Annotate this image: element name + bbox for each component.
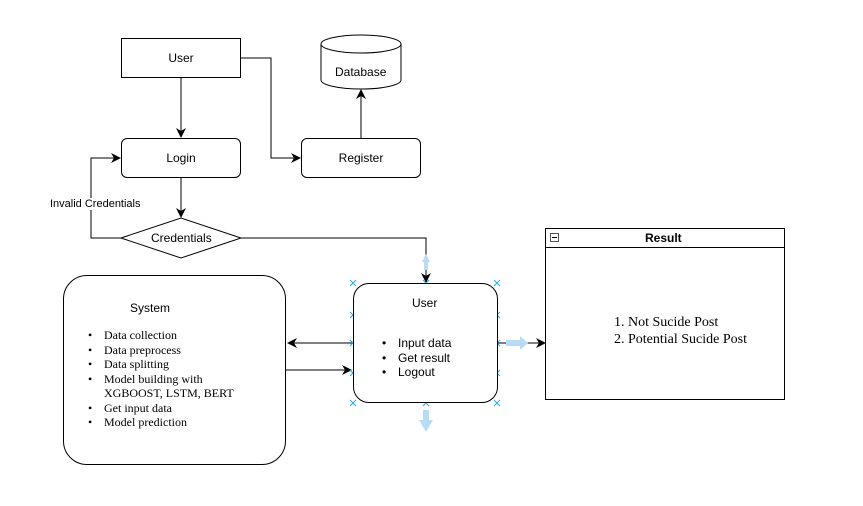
credentials-label: Credentials bbox=[151, 231, 212, 245]
invalid-credentials-label: Invalid Credentials bbox=[50, 198, 141, 210]
login-label: Login bbox=[166, 151, 196, 165]
database-cylinder[interactable] bbox=[320, 34, 402, 90]
arrow-user-to-register bbox=[241, 57, 301, 163]
result-list: 1. Not Sucide Post 2. Potential Sucide P… bbox=[614, 314, 747, 348]
result-item: 1. Not Sucide Post bbox=[614, 315, 719, 330]
login-box[interactable]: Login bbox=[121, 138, 241, 178]
user-action: Get result bbox=[380, 351, 451, 366]
result-title: Result bbox=[645, 231, 682, 245]
database-label: Database bbox=[335, 65, 387, 79]
system-step: Get input data bbox=[86, 401, 286, 416]
result-header-divider bbox=[545, 247, 785, 248]
user-action: Input data bbox=[380, 336, 451, 351]
system-step: Model building with XGBOOST, LSTM, BERT bbox=[86, 372, 264, 401]
user-actions-list: Input data Get result Logout bbox=[380, 336, 451, 380]
register-box[interactable]: Register bbox=[301, 138, 421, 178]
register-label: Register bbox=[338, 151, 384, 165]
result-container[interactable] bbox=[545, 228, 785, 400]
system-step: Data collection bbox=[86, 328, 286, 343]
system-step: Data splitting bbox=[86, 357, 286, 372]
user-box-label: User bbox=[168, 51, 194, 65]
system-step: Data preprocess bbox=[86, 343, 286, 358]
system-steps-list: Data collection Data preprocess Data spl… bbox=[86, 328, 286, 430]
user-box[interactable]: User bbox=[121, 38, 241, 78]
system-title: System bbox=[130, 301, 171, 315]
result-item: 2. Potential Sucide Post bbox=[614, 332, 747, 347]
user-action: Logout bbox=[380, 365, 451, 380]
collapse-icon[interactable] bbox=[550, 233, 559, 242]
user-panel-title: User bbox=[412, 296, 438, 310]
connection-arrows bbox=[419, 254, 528, 432]
system-step: Model prediction bbox=[86, 415, 286, 430]
